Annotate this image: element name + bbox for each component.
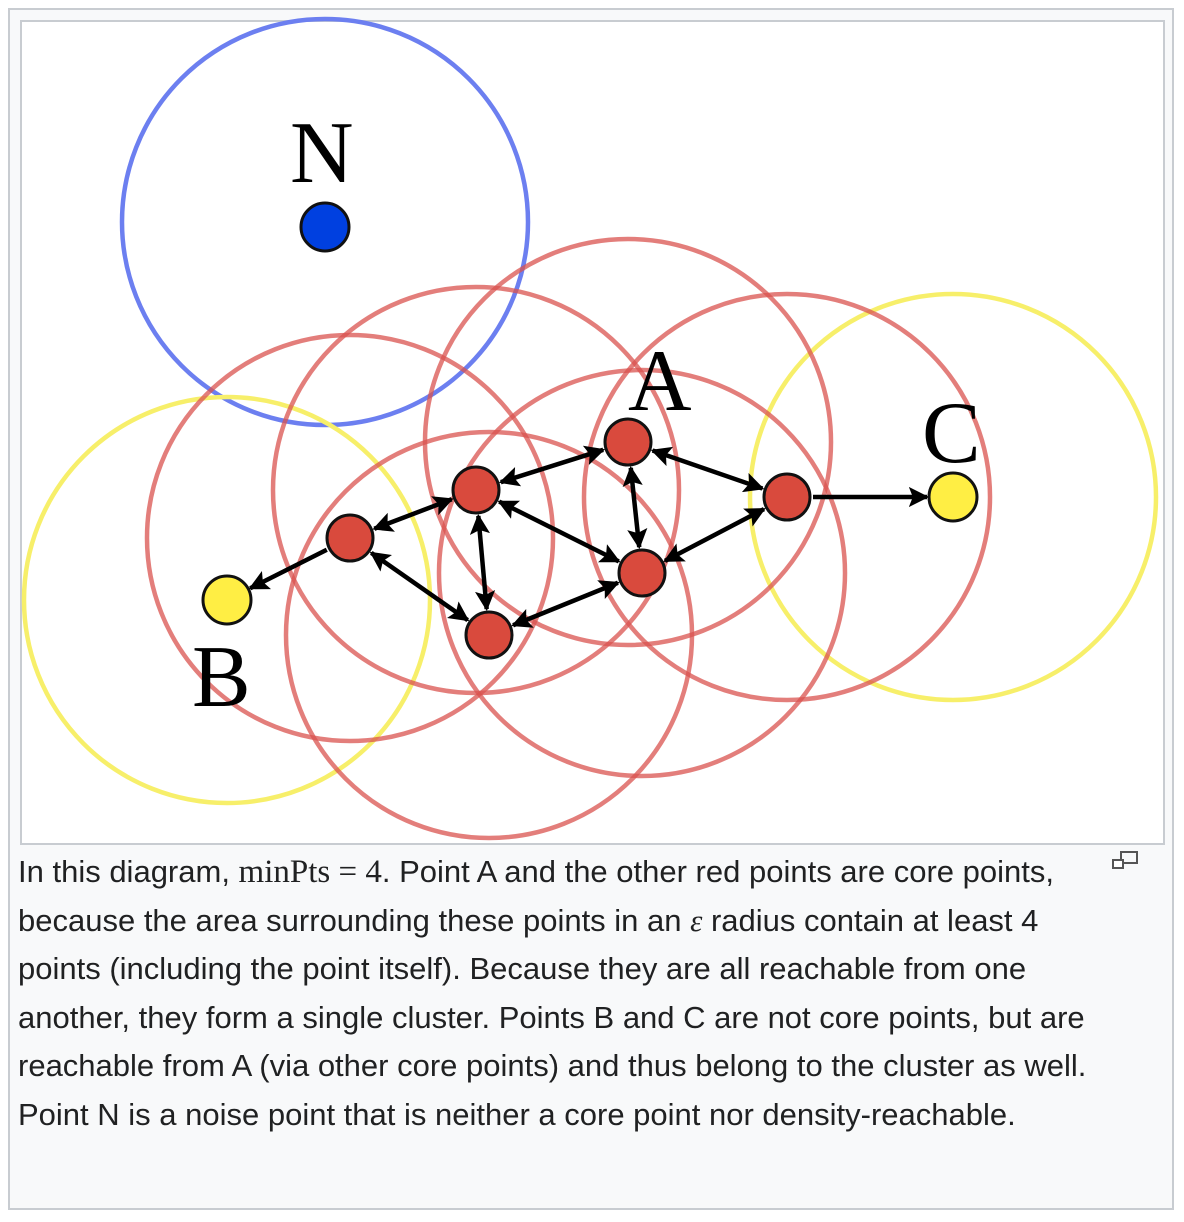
caption-minpts: minPts [238, 854, 331, 890]
label-c: C [922, 385, 981, 482]
caption-text: In this diagram, [18, 854, 239, 889]
core-point-p1 [325, 513, 375, 563]
edge-p2-p5-arrow [497, 499, 621, 564]
caption-equals: = 4 [330, 854, 382, 890]
noise-point-N [299, 201, 351, 253]
border-point-C [927, 471, 979, 523]
p4-epsilon-ring [581, 291, 993, 703]
edge-A-p5-arrow [622, 465, 648, 550]
figure-thumbnail [8, 8, 1174, 1210]
core-point-p4 [762, 472, 812, 522]
figure-caption: In this diagram, minPts = 4. Point A and… [18, 848, 1128, 1139]
core-point-A [603, 417, 653, 467]
edge-p2-A-arrow [498, 445, 606, 487]
N-epsilon-ring [119, 16, 531, 428]
enlarge-icon[interactable] [1110, 850, 1140, 872]
edge-p1-p6-arrow [369, 551, 470, 622]
p6-epsilon-ring [283, 429, 695, 841]
border-point-B [201, 574, 253, 626]
edge-p6-p5-arrow [511, 580, 620, 628]
core-point-p2 [451, 465, 501, 515]
label-n: N [290, 105, 354, 202]
core-point-p5 [617, 548, 667, 598]
edge-p5-p4-arrow [663, 507, 766, 563]
caption-epsilon: ε [690, 902, 703, 938]
edge-A-p4-arrow [650, 446, 765, 493]
core-point-p6 [464, 610, 514, 660]
caption-text: radius contain at least 4 points (includ… [18, 902, 1087, 1132]
dbscan-diagram: N A B C [21, 16, 1159, 841]
label-b: B [192, 629, 251, 726]
edge-p1-p2-arrow [372, 496, 454, 532]
caption-text: . Point A and the other red points are c… [18, 854, 1054, 938]
edge-p1-B-arrow [248, 547, 328, 591]
edge-p2-p6-arrow [469, 513, 496, 612]
C-epsilon-ring [747, 291, 1159, 703]
label-a: A [628, 333, 692, 430]
